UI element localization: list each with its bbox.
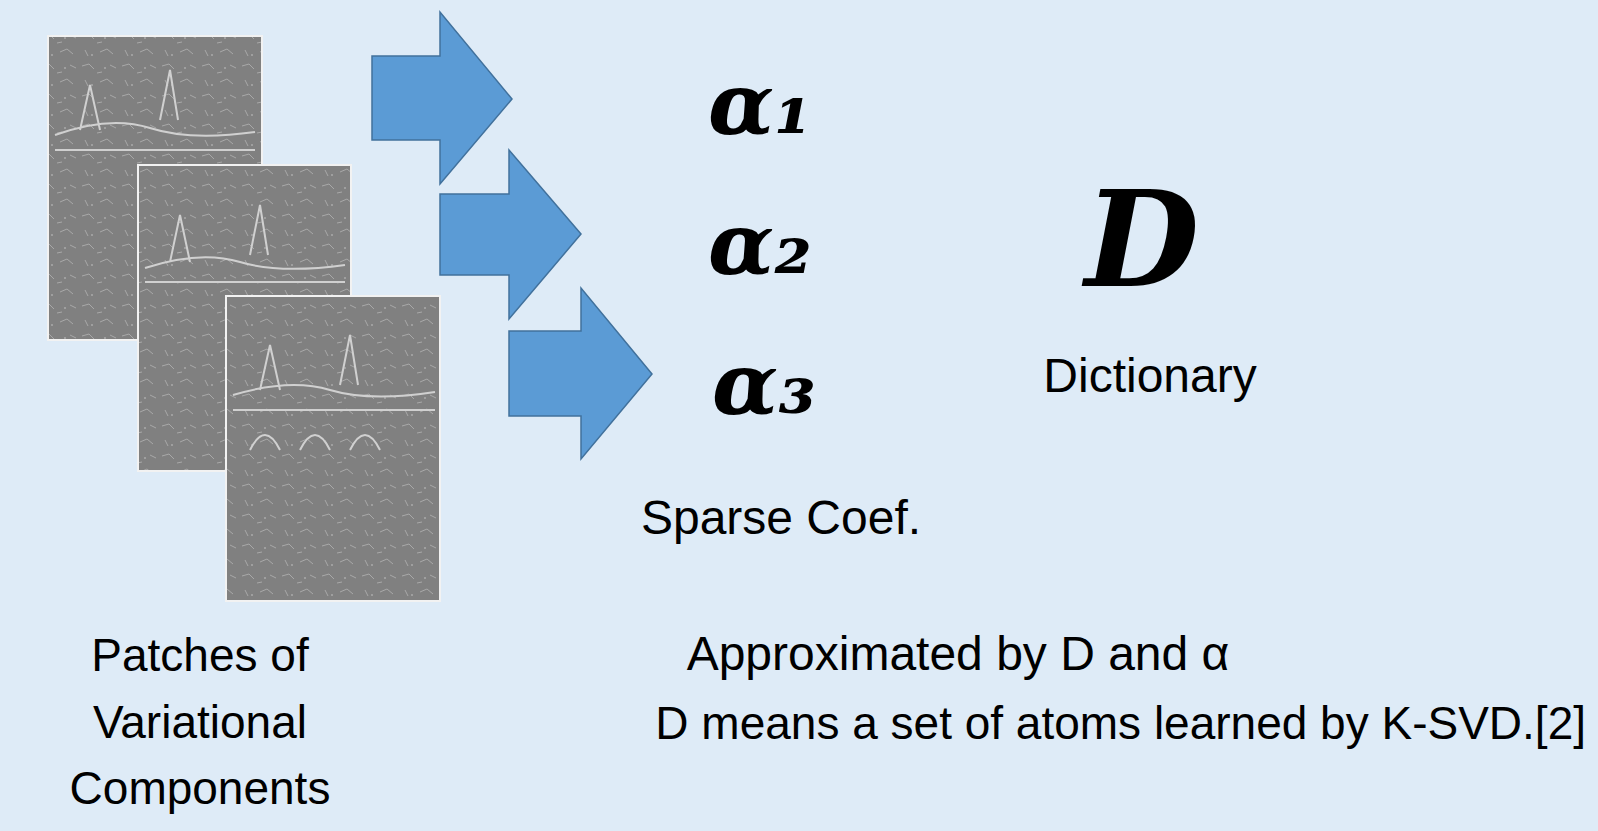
sparse-coef-label: Sparse Coef.	[641, 490, 921, 545]
block-arrow	[372, 12, 652, 459]
approximation-note: Approximated by D and α	[687, 626, 1230, 681]
sparse-coefficient: α₁	[708, 55, 812, 154]
variational-patch	[226, 296, 440, 601]
sparse-coefficient: α₃	[712, 335, 816, 434]
dictionary-symbol: D	[1085, 164, 1199, 316]
dictionary-note: D means a set of atoms learned by K-SVD.…	[655, 697, 1586, 750]
dictionary-label: Dictionary	[1043, 348, 1256, 403]
patches-caption: Patches of Variational Components	[40, 622, 360, 822]
sparse-coefficient: α₂	[708, 195, 812, 294]
